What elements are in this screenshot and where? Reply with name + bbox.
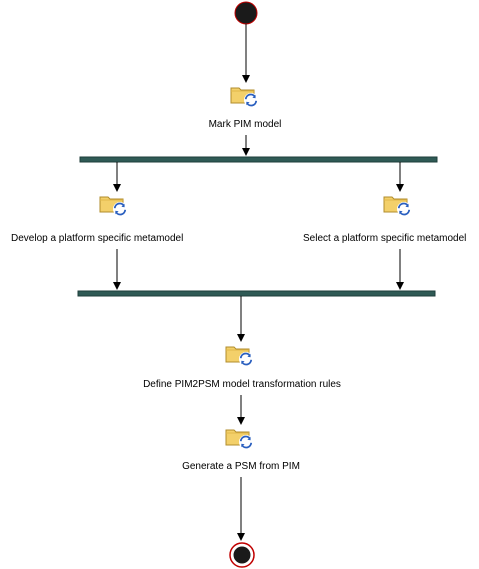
initial-node[interactable] — [234, 1, 258, 25]
action-label: Generate a PSM from PIM — [182, 461, 300, 472]
action-select-metamodel[interactable]: Select a platform specific metamodel — [303, 196, 466, 244]
action-label: Mark PIM model — [209, 119, 282, 130]
action-folder-refresh-icon — [383, 196, 412, 217]
action-mark-pim-model[interactable]: Mark PIM model — [209, 87, 282, 130]
action-label: Define PIM2PSM model transformation rule… — [143, 379, 341, 390]
action-develop-metamodel[interactable]: Develop a platform specific metamodel — [11, 196, 183, 244]
action-define-transformation-rules[interactable]: Define PIM2PSM model transformation rule… — [143, 346, 341, 390]
final-node[interactable] — [229, 542, 255, 568]
action-generate-psm[interactable]: Generate a PSM from PIM — [182, 429, 300, 472]
action-label: Select a platform specific metamodel — [303, 233, 466, 244]
action-folder-refresh-icon — [99, 196, 128, 217]
action-folder-refresh-icon — [225, 429, 254, 450]
fork-bar[interactable] — [79, 156, 438, 163]
action-folder-refresh-icon — [230, 87, 259, 108]
action-label: Develop a platform specific metamodel — [11, 233, 183, 244]
join-bar[interactable] — [77, 290, 436, 297]
action-folder-refresh-icon — [225, 346, 254, 367]
